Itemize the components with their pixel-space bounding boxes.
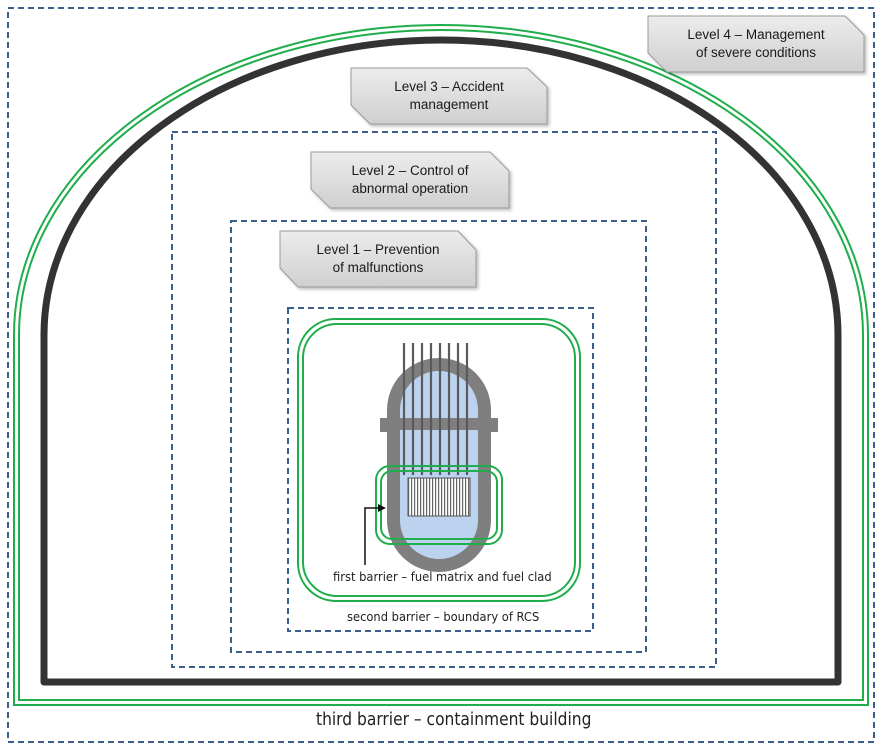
first-barrier-outline-inner	[380, 470, 498, 540]
level-2-label: Level 2 – Control of abnormal operation	[351, 163, 469, 196]
first-barrier-label: first barrier – fuel matrix and fuel cla…	[333, 569, 552, 584]
third-barrier-outline-outer	[13, 24, 869, 706]
second-barrier-label: second barrier – boundary of RCS	[347, 609, 540, 624]
third-barrier-label: third barrier – containment building	[316, 709, 592, 730]
level-1-boundary	[287, 307, 594, 632]
second-barrier-outline-outer	[297, 318, 581, 602]
level-3-tag-shape	[350, 67, 548, 125]
reactor-vessel	[380, 343, 498, 572]
second-barrier-outline-inner	[302, 323, 576, 597]
first-barrier-outline-outer	[375, 465, 503, 545]
first-barrier-arrow	[364, 507, 378, 565]
level-1-tag-shape	[279, 230, 477, 288]
third-barrier-outline-inner	[18, 29, 864, 701]
level-3-boundary	[171, 131, 717, 668]
level-4-tag-shape	[647, 15, 865, 73]
level-2-boundary	[230, 220, 647, 653]
level-4-label: Level 4 – Management of severe condition…	[687, 27, 825, 60]
level-4-boundary	[7, 7, 875, 743]
level-2-tag-shape	[310, 151, 510, 209]
level-1-label: Level 1 – Prevention of malfunctions	[316, 242, 440, 275]
arrow-head-icon	[378, 504, 386, 512]
level-3-label: Level 3 – Accident management	[394, 79, 504, 112]
fuel-core	[407, 477, 471, 517]
containment-wall	[40, 36, 842, 686]
